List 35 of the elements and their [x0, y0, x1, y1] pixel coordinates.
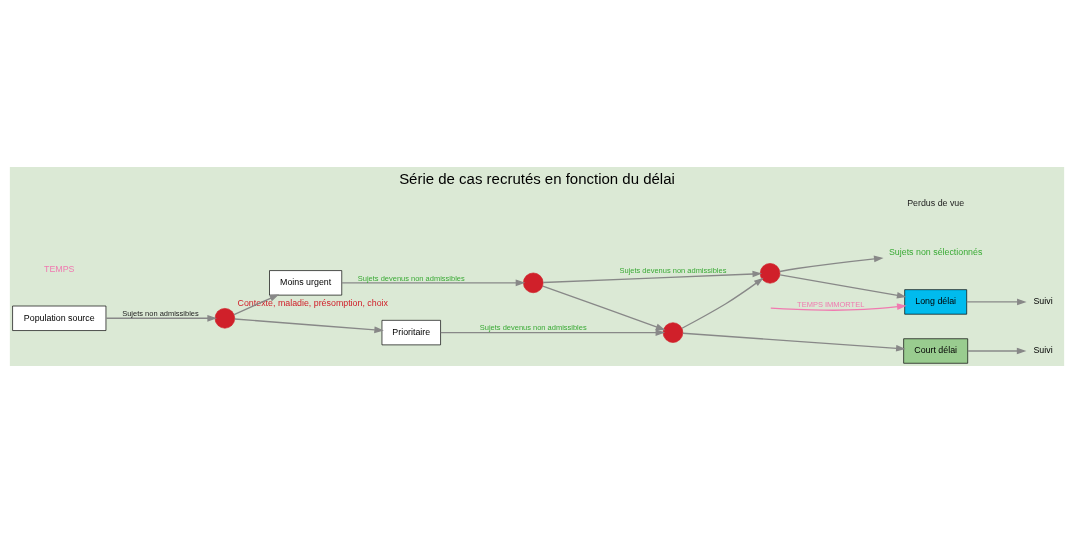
arrow [770, 303, 907, 312]
arrow [966, 298, 1027, 306]
arrow [233, 294, 280, 316]
arrow [341, 279, 526, 287]
arrow [779, 255, 884, 273]
node-circle [523, 272, 544, 294]
node-box: Prioritaire [381, 320, 441, 346]
node-label: Contexte, maladie, présomption, choix [237, 297, 388, 308]
node-circle [662, 322, 684, 343]
edge-label: Sujets devenus non admissibles [357, 273, 465, 283]
node-box: Court délai [903, 338, 969, 364]
node-circle [759, 263, 781, 284]
label: Perdus de vue [907, 198, 965, 209]
arrow [779, 274, 907, 299]
node-text: Suivi [1033, 296, 1053, 307]
node-box: Population source [12, 305, 107, 331]
node-box: Moins urgent [269, 270, 343, 296]
arrow [440, 329, 666, 336]
node-text: Sujets non sélectionnés [888, 247, 983, 258]
arrow [681, 277, 764, 329]
arrow [542, 270, 763, 284]
arrow [234, 318, 384, 334]
edge-label: Sujets devenus non admissibles [619, 266, 727, 276]
edge-label: TEMPS IMMORTEL [797, 300, 865, 310]
node-circle [214, 308, 236, 329]
edge-label: Sujets non admissibles [122, 309, 199, 319]
node-box: Long délai [904, 289, 968, 315]
arrow [682, 332, 906, 352]
arrow [105, 314, 217, 322]
diagram-title: Série de cas recrutés en fonction du délai [399, 170, 675, 188]
label: TEMPS [44, 263, 75, 274]
edge-label: Sujets devenus non admissibles [479, 323, 587, 333]
node-text: Suivi [1033, 345, 1053, 356]
arrow [967, 347, 1027, 355]
arrow [542, 285, 666, 331]
